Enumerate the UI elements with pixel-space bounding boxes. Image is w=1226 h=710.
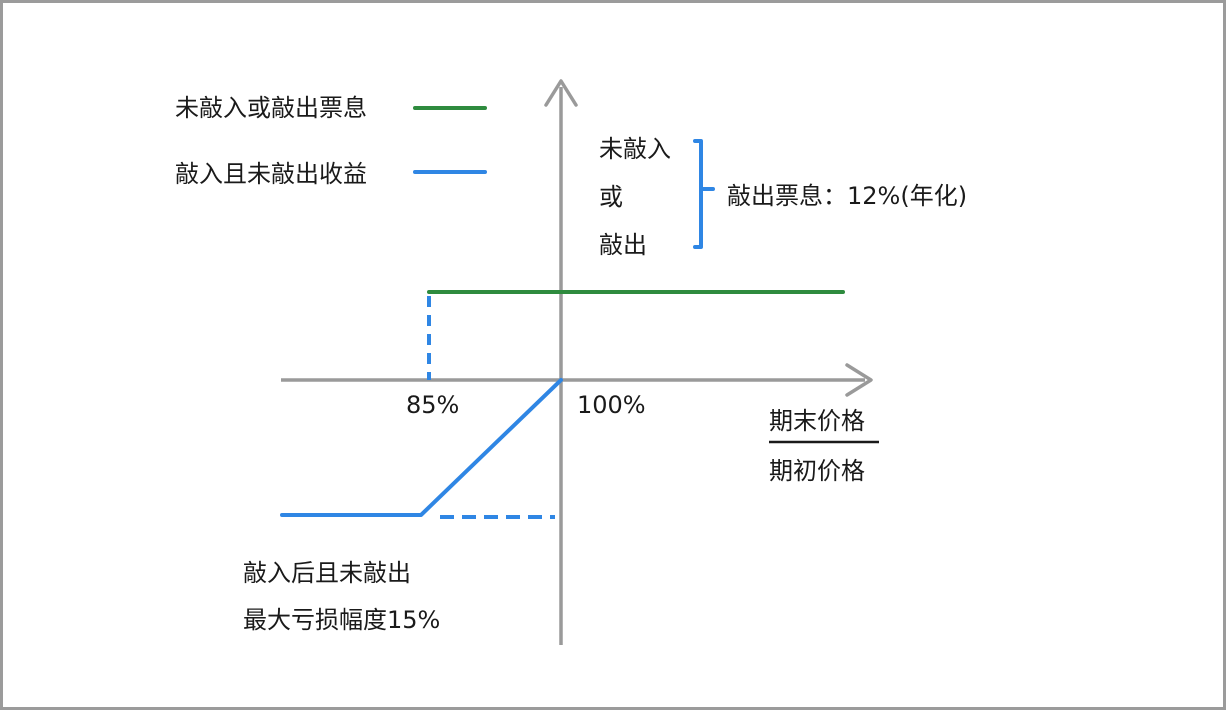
- y-axis-arrow-icon: [544, 79, 578, 107]
- bracket-line-3: 敲出: [599, 231, 647, 259]
- curly-bracket-icon: [693, 139, 715, 249]
- blue-payoff-line: [280, 378, 563, 517]
- diagram-frame: 未敲入或敲出票息 敲入且未敲出收益 未敲入 或 敲出 敲出票息：12%(年化) …: [3, 3, 1223, 707]
- tick-label-85: 85%: [406, 391, 459, 419]
- tick-label-100: 100%: [577, 391, 646, 419]
- legend-label-blue: 敲入且未敲出收益: [175, 160, 367, 188]
- x-axis-arrow-icon: [845, 363, 873, 397]
- loss-note-line-1: 敲入后且未敲出: [243, 559, 411, 587]
- bracket-line-1: 未敲入: [599, 135, 671, 163]
- coupon-label: 敲出票息：12%(年化): [727, 182, 967, 210]
- bracket-line-2: 或: [599, 183, 623, 211]
- legend-label-green: 未敲入或敲出票息: [175, 94, 367, 122]
- loss-note-line-2: 最大亏损幅度15%: [243, 606, 440, 634]
- x-label-denominator: 期初价格: [769, 457, 865, 485]
- payoff-diagram: 未敲入或敲出票息 敲入且未敲出收益 未敲入 或 敲出 敲出票息：12%(年化) …: [175, 79, 967, 645]
- x-label-numerator: 期末价格: [769, 407, 865, 435]
